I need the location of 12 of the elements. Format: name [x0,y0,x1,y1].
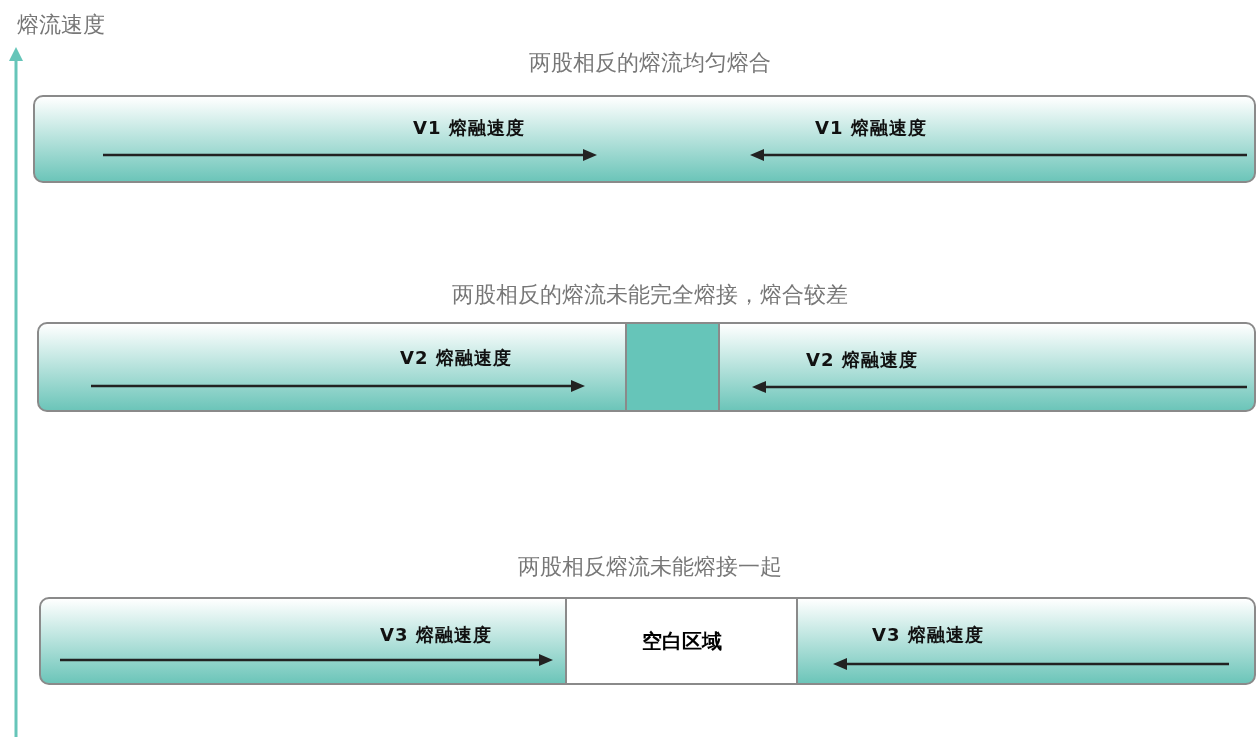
velocity-label: V1 熔融速度 [413,116,525,140]
weld-block [625,322,720,412]
gap-region: 空白区域 [565,597,798,685]
velocity-label: V3 熔融速度 [872,623,984,647]
velocity-label: V1 熔融速度 [815,116,927,140]
velocity-label: V2 熔融速度 [806,348,918,372]
band-heading: 两股相反熔流未能熔接一起 [518,553,782,581]
velocity-label: V2 熔融速度 [400,346,512,370]
band-heading: 两股相反的熔流未能完全熔接，熔合较差 [452,281,848,309]
axis-label: 熔流速度 [17,11,105,39]
velocity-label: V3 熔融速度 [380,623,492,647]
band-heading: 两股相反的熔流均匀熔合 [529,49,771,77]
